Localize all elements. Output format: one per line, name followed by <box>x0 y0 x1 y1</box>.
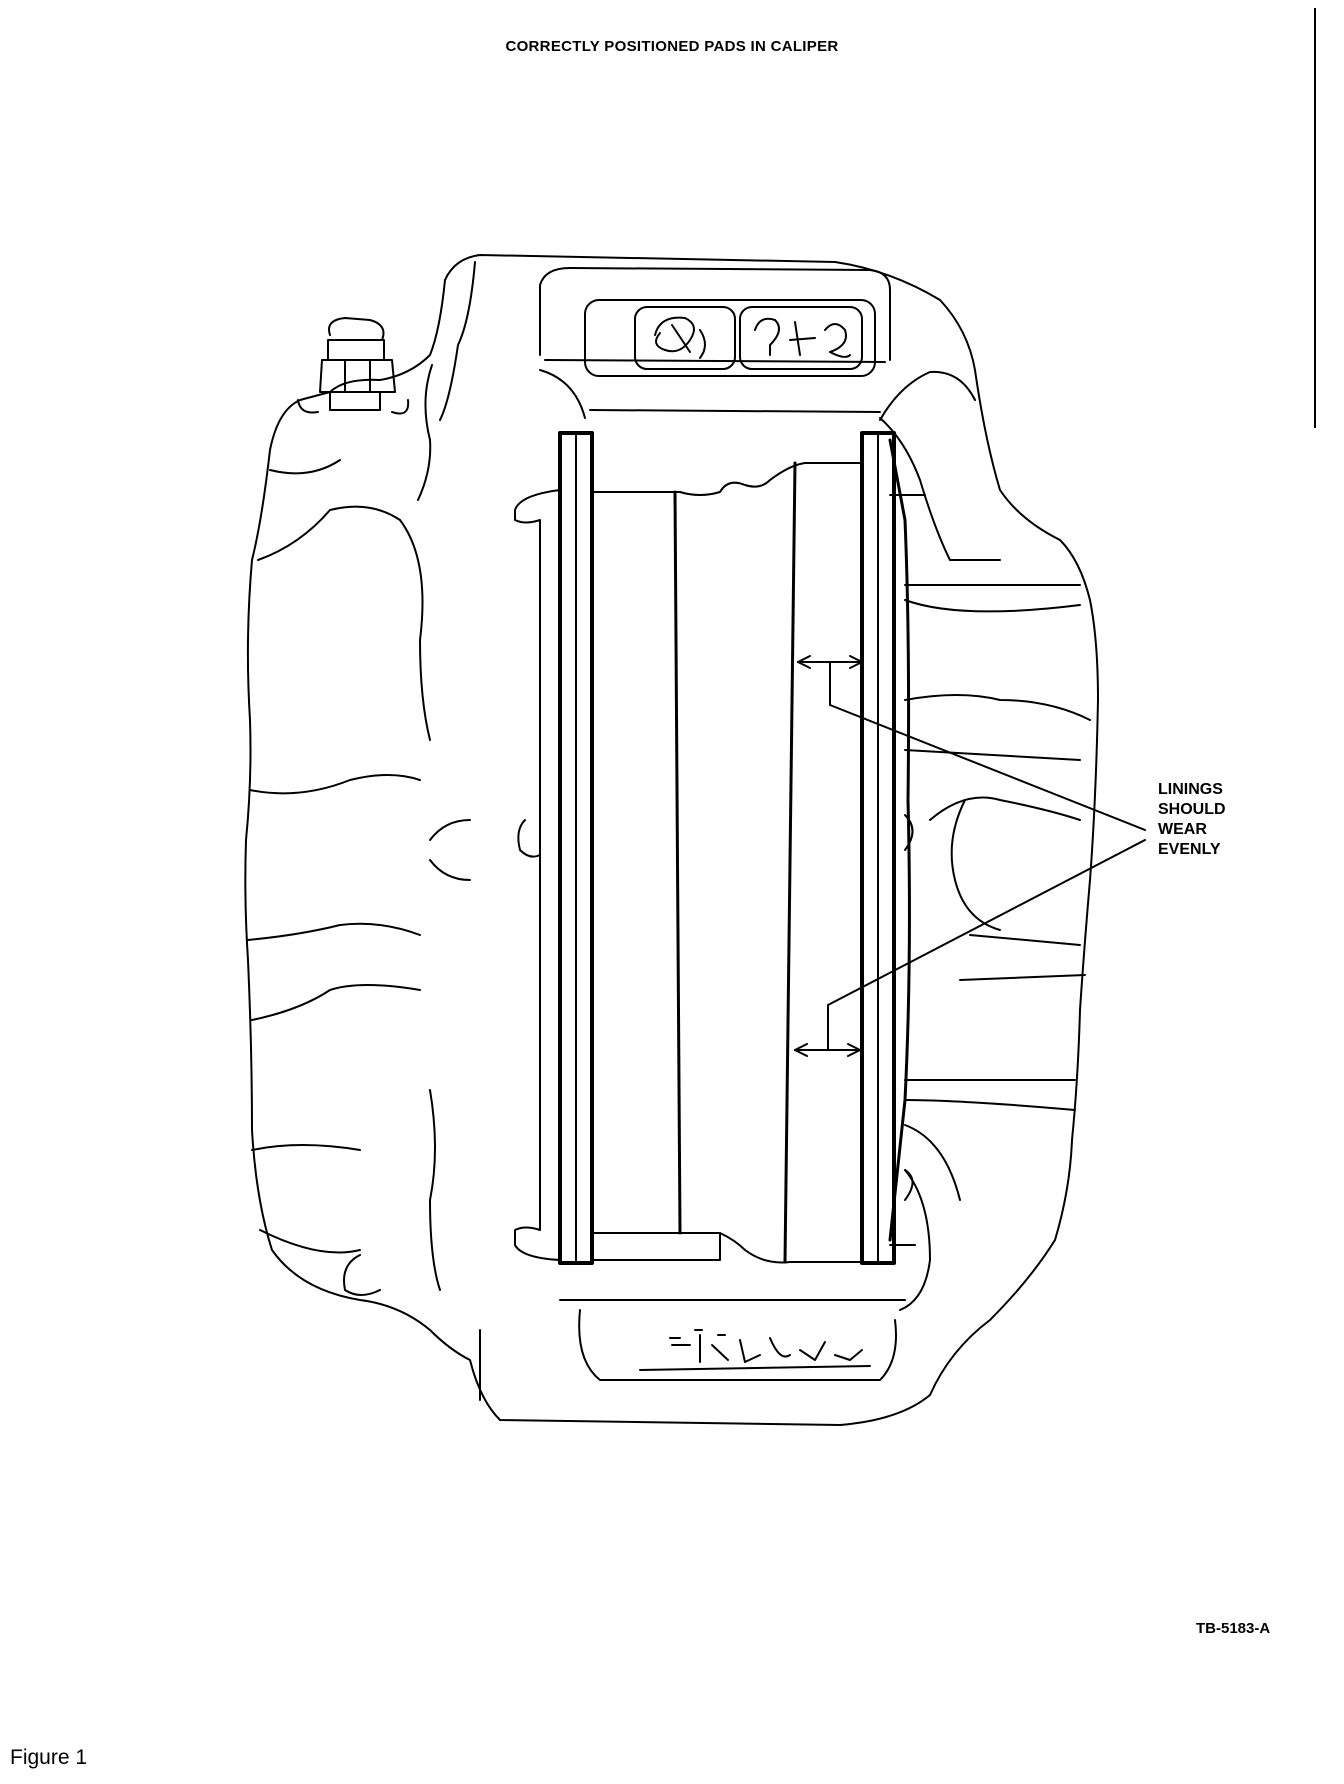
page-title: CORRECTLY POSITIONED PADS IN CALIPER <box>505 38 839 55</box>
upper-wear-arrow <box>797 655 863 706</box>
figure-caption: Figure 1 <box>10 1746 88 1769</box>
page-edge-rule <box>1314 8 1316 428</box>
casting-logo-badge <box>584 299 876 377</box>
caliper-body-outline <box>244 254 1099 1426</box>
lower-wear-arrow <box>794 1004 861 1057</box>
upper-leader-line <box>829 704 1146 831</box>
rotor-outline <box>591 462 863 496</box>
figure-code: TB-5183-A <box>1196 1620 1271 1637</box>
bleeder-screw <box>297 317 410 415</box>
callout-line: SHOULD <box>1158 801 1226 818</box>
lower-leader-line <box>827 839 1146 1006</box>
callout-line: WEAR <box>1158 821 1207 838</box>
callout-line: EVENLY <box>1158 841 1221 858</box>
callout-line: LININGS <box>1158 781 1223 798</box>
lining-wear-callout: LININGS SHOULD WEAR EVENLY <box>1158 780 1226 860</box>
